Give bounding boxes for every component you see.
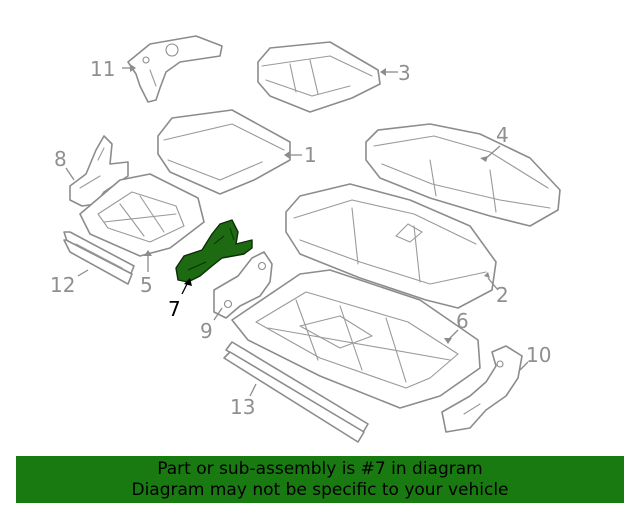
part-10-bracket xyxy=(441,345,523,433)
leader-lines xyxy=(65,67,529,397)
callout-12: 12 xyxy=(50,273,75,297)
callout-13: 13 xyxy=(230,395,255,419)
leader-arrows xyxy=(130,64,490,344)
callout-6: 6 xyxy=(456,309,469,333)
parts-diagram: 11 3 1 4 8 12 5 2 7 9 6 10 13 xyxy=(50,35,561,443)
callout-3: 3 xyxy=(398,61,411,85)
part-info-banner: Part or sub-assembly is #7 in diagram Di… xyxy=(16,456,624,503)
part-1-cushion xyxy=(157,109,291,195)
part-3-cushion xyxy=(257,41,381,113)
banner-line-part: Part or sub-assembly is #7 in diagram xyxy=(157,459,483,479)
part-8-bracket xyxy=(69,135,129,207)
part-6-frame xyxy=(231,269,481,409)
part-9-bracket xyxy=(213,251,273,319)
banner-line-disclaimer: Diagram may not be specific to your vehi… xyxy=(131,480,509,500)
callout-4: 4 xyxy=(496,123,509,147)
callout-11: 11 xyxy=(90,57,115,81)
callout-5: 5 xyxy=(140,273,153,297)
part-13-panel xyxy=(223,341,369,443)
part-2-cushion xyxy=(285,183,497,309)
part-5-frame xyxy=(79,173,205,257)
callout-1: 1 xyxy=(304,143,317,167)
part-7-bracket-highlighted xyxy=(175,219,253,283)
part-11-bracket xyxy=(127,35,223,103)
callout-7: 7 xyxy=(168,297,181,321)
callout-10: 10 xyxy=(526,343,551,367)
callout-8: 8 xyxy=(54,147,67,171)
part-12-panel xyxy=(63,231,135,285)
part-4-cushion xyxy=(365,123,561,227)
callout-2: 2 xyxy=(496,283,509,307)
callout-9: 9 xyxy=(200,319,213,343)
